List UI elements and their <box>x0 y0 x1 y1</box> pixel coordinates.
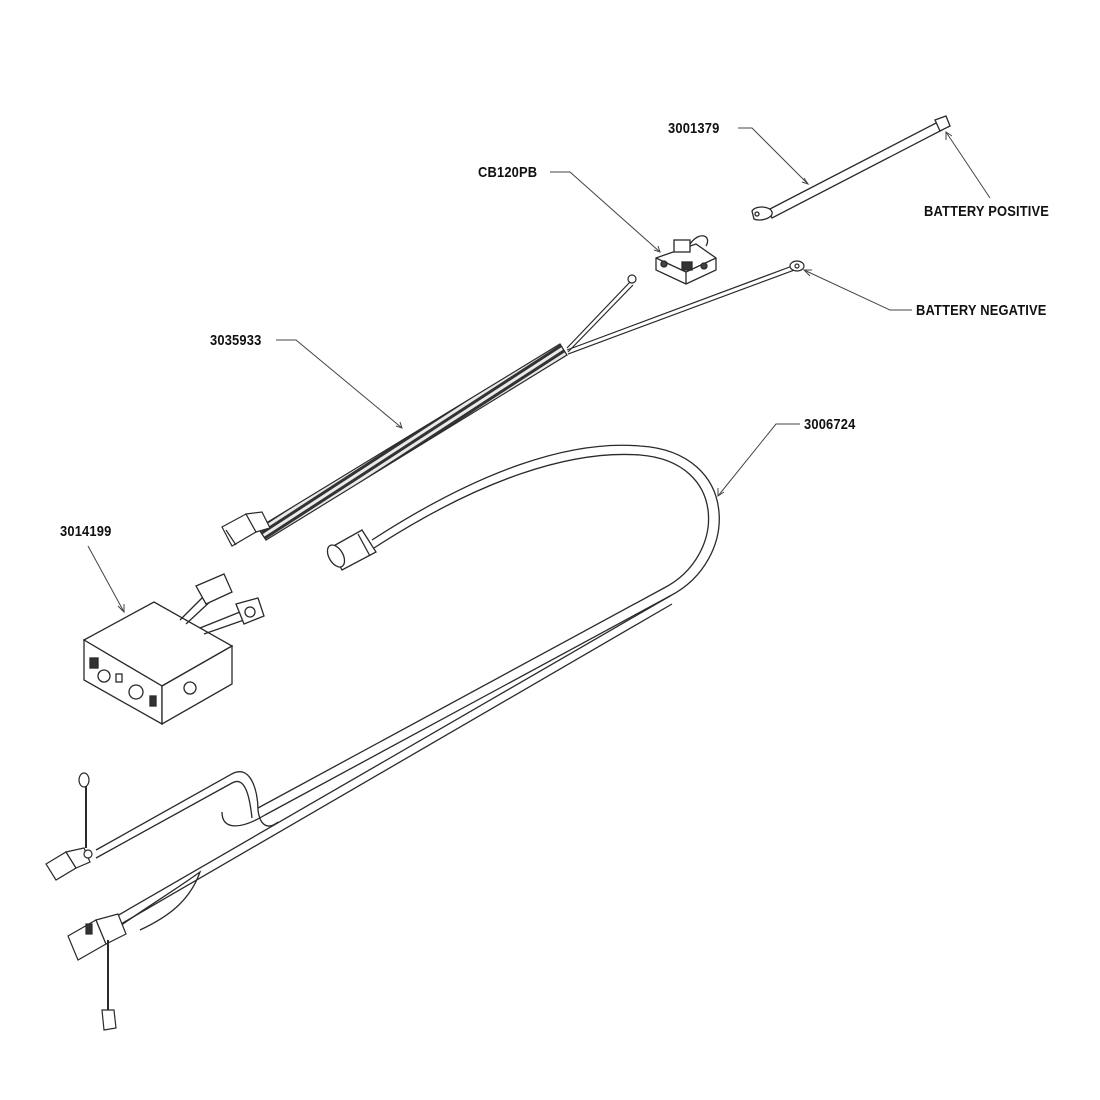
control-box <box>82 573 265 726</box>
leader-lines <box>87 127 991 614</box>
label-battery-negative: BATTERY NEGATIVE <box>916 302 1047 319</box>
loop-cable <box>95 444 720 931</box>
circuit-breaker <box>655 235 717 285</box>
lower-connectors <box>45 772 127 1031</box>
label-3001379: 3001379 <box>668 120 720 137</box>
label-battery-positive: BATTERY POSITIVE <box>924 203 1050 220</box>
battery-positive-cable <box>751 115 951 221</box>
main-harness <box>221 260 805 547</box>
label-3035933: 3035933 <box>210 332 262 349</box>
label-3006724: 3006724 <box>804 416 856 433</box>
label-3014199: 3014199 <box>60 523 112 540</box>
label-cb120pb: CB120PB <box>478 164 538 181</box>
